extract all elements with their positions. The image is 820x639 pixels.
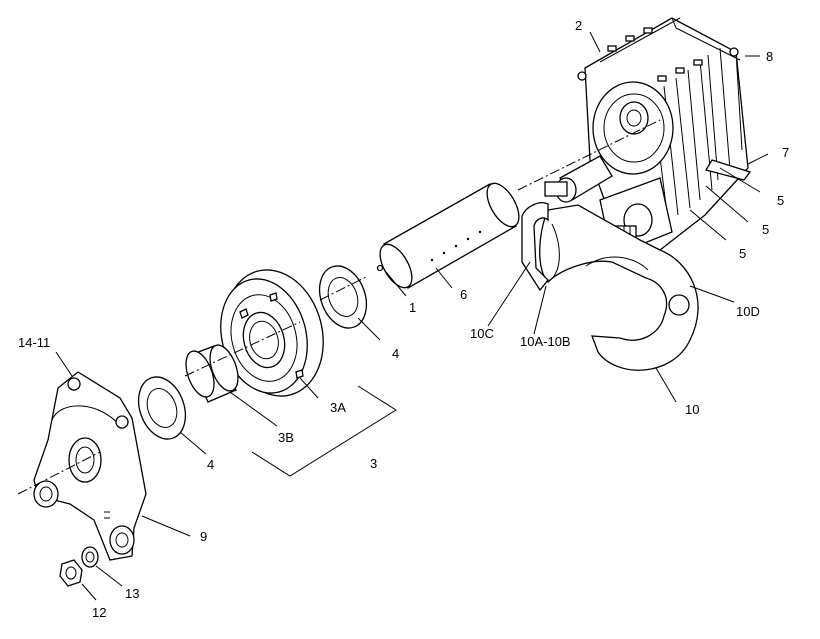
- hook: [521, 202, 699, 371]
- callout-6: 6: [460, 287, 467, 302]
- callout-3: 3: [370, 456, 377, 471]
- callout-7: 7: [782, 145, 789, 160]
- thrust-washer-right: [318, 265, 368, 329]
- callout-12: 12: [92, 605, 106, 620]
- callout-13: 13: [125, 586, 139, 601]
- bushing: [185, 344, 239, 403]
- callout-1: 1: [409, 300, 416, 315]
- callout-10c: 10C: [470, 326, 494, 341]
- callout-4-right: 4: [392, 346, 399, 361]
- thrust-washer-left: [137, 376, 187, 440]
- callout-10: 10: [685, 402, 699, 417]
- callout-14-11: 14-11: [18, 335, 50, 350]
- callout-10d: 10D: [736, 304, 760, 319]
- callout-5-bottom: 5: [739, 246, 746, 261]
- shaft-sleeve: [376, 182, 520, 289]
- callout-10a-10b: 10A-10B: [520, 334, 571, 349]
- callout-3a: 3A: [330, 400, 346, 415]
- callout-5-mid: 5: [762, 222, 769, 237]
- callout-2: 2: [575, 18, 582, 33]
- hook-pins: [544, 155, 673, 257]
- callout-9: 9: [200, 529, 207, 544]
- callout-5-top: 5: [777, 193, 784, 208]
- side-plate: [33, 371, 147, 561]
- callout-8: 8: [766, 49, 773, 64]
- nut-and-washer: [59, 546, 99, 587]
- callout-4-left: 4: [207, 457, 214, 472]
- callout-3b: 3B: [278, 430, 294, 445]
- sheave: [220, 269, 324, 397]
